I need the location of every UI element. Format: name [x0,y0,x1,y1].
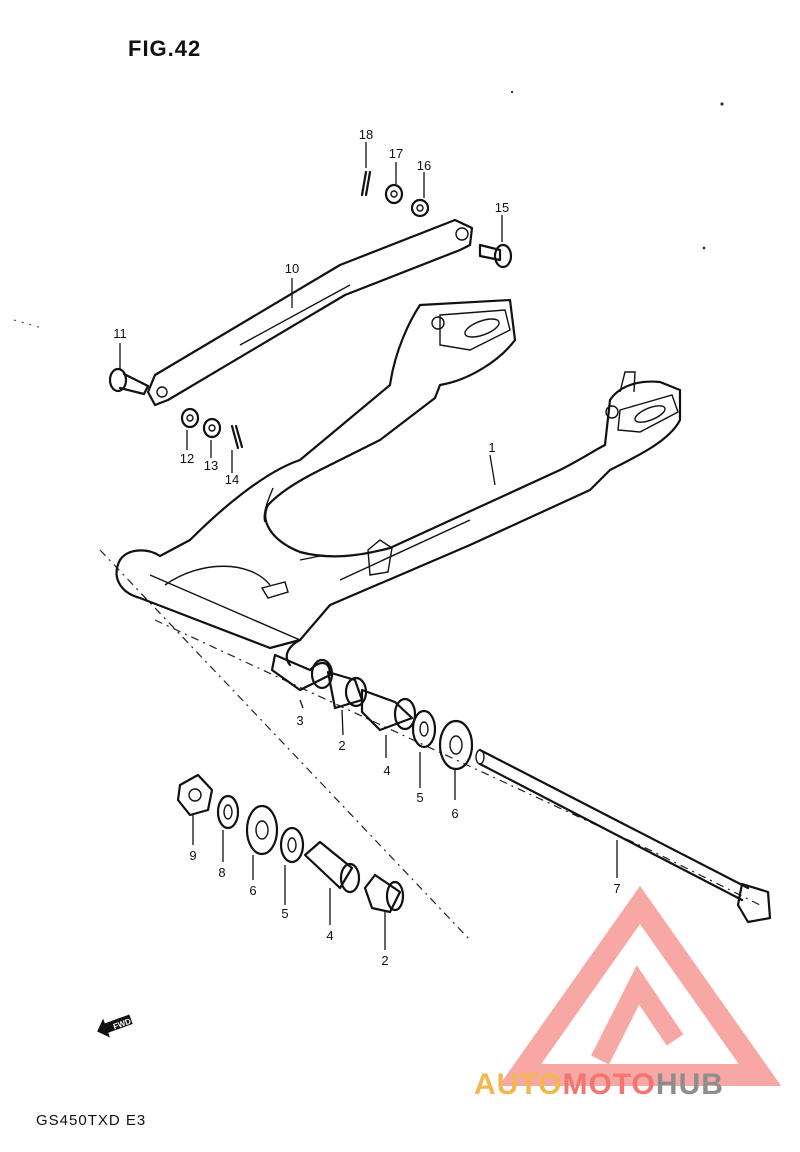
watermark-hub: HUB [655,1068,724,1101]
callout-6: 6 [451,806,458,821]
scan-artifacts [13,90,724,329]
seal-upper [438,719,474,771]
watermark-text: AUTOMOTOHUB [474,1068,724,1102]
pivot-axis-centerline [99,549,761,941]
callout-13: 13 [204,458,218,473]
bearing-lower [363,873,405,914]
leader-lines [119,142,618,950]
watermark-logo-icon [498,885,782,1086]
callout-15: 15 [495,200,509,215]
callout-1: 1 [488,440,495,455]
nut-12 [180,407,200,429]
watermark-moto: MOTO [562,1068,656,1101]
model-code: GS450TXD E3 [36,1112,147,1129]
callout-12: 12 [180,451,194,466]
callout-14: 14 [225,472,239,487]
pivot-nut [176,773,214,817]
nut-17 [384,183,404,205]
callout-9: 9 [189,848,196,863]
bolt-15 [478,243,513,269]
swingarm-body [115,298,682,667]
washer-13 [202,417,222,439]
callout-labels: 1 3 2 4 5 6 7 9 8 6 5 4 2 10 11 12 13 14… [113,127,620,968]
callout-10: 10 [285,261,299,276]
callout-2: 2 [338,738,345,753]
bearing-upper [326,670,368,710]
washer-upper [411,709,437,749]
callout-4-lower: 4 [326,928,333,943]
torque-link [146,218,474,407]
callout-8: 8 [218,865,225,880]
seal-lower [245,804,279,856]
callout-11: 11 [113,326,127,341]
washer-16 [410,198,430,218]
callout-18: 18 [359,127,373,142]
callout-3: 3 [296,713,303,728]
pivot-shaft [475,748,772,924]
spacer-upper [360,688,417,732]
watermark-auto: AUTO [474,1068,563,1101]
callout-6-lower: 6 [249,883,256,898]
callout-4: 4 [383,763,390,778]
fwd-label: FWD [112,1017,132,1032]
cotter-pin-18 [360,170,372,197]
bolt-11 [108,367,150,396]
spacer-lower [303,840,361,894]
washer-lower-5 [279,826,305,864]
pivot-sleeve [270,653,334,692]
washer-lower-8 [216,794,240,830]
callout-5: 5 [416,790,423,805]
callout-7: 7 [613,881,620,896]
callout-17: 17 [389,146,403,161]
callout-2-lower: 2 [381,953,388,968]
forward-arrow-icon: FWD [97,1014,133,1038]
cotter-pin-14 [230,424,244,450]
figure-title: FIG.42 [128,36,202,61]
callout-16: 16 [417,158,431,173]
callout-5-lower: 5 [281,906,288,921]
